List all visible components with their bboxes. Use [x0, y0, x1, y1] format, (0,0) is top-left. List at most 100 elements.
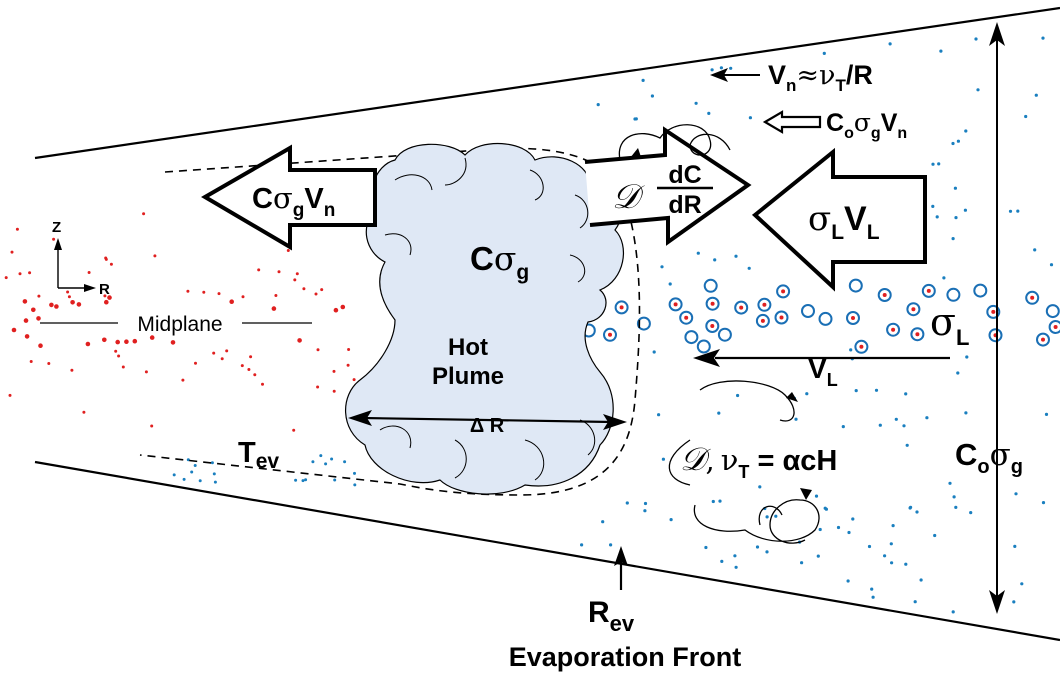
vapor-dot — [297, 338, 302, 343]
gas-dot — [319, 454, 323, 458]
eddy-arrowhead-3 — [800, 488, 812, 500]
gas-dot — [713, 258, 717, 262]
vapor-dot — [115, 339, 120, 345]
gas-dot — [905, 443, 909, 447]
height-arrow-bottom — [989, 590, 1005, 614]
height-label-C: C — [955, 437, 977, 472]
gas-dot — [969, 510, 973, 515]
gas-dot — [933, 533, 937, 538]
gas-dot — [951, 237, 955, 241]
vapor-dot — [54, 304, 59, 309]
solid-particle — [848, 278, 863, 293]
gas-dot — [822, 51, 826, 56]
solid-particle — [668, 297, 683, 312]
vapor-dot — [144, 370, 148, 374]
svg-text:𝒟,νT = αcH: 𝒟,νT = αcH — [680, 440, 837, 482]
vapor-dot — [320, 288, 324, 292]
vapor-dot — [220, 357, 224, 361]
gas-dot — [836, 525, 841, 530]
gas-dot — [909, 505, 913, 509]
gas-dot — [650, 94, 655, 98]
solid-particle — [603, 327, 617, 342]
delta-r-arrow-right — [603, 414, 627, 430]
solid-particle — [705, 319, 720, 333]
gas-dot — [816, 554, 820, 558]
gas-dot — [878, 423, 882, 427]
gas-dot — [717, 411, 721, 415]
delta-r-label: Δ R — [470, 415, 505, 437]
evaporation-front-caption: Evaporation Front — [509, 642, 742, 672]
gas-dot — [1020, 582, 1024, 586]
gas-dot — [734, 254, 738, 258]
vapor-dot — [212, 351, 216, 355]
gas-dot — [800, 561, 804, 565]
solid-particle — [921, 283, 936, 298]
svg-text:σLVL: σLVL — [808, 199, 880, 244]
hot-plume-line1: Hot — [448, 334, 488, 361]
solid-particle — [1036, 332, 1050, 347]
vapor-dot — [87, 271, 91, 274]
solid-particle — [734, 300, 749, 315]
gas-dot — [847, 530, 851, 535]
gas-dot — [849, 348, 853, 352]
vapor-dot — [121, 365, 125, 369]
vapor-dot — [292, 428, 296, 432]
vapor-dot — [352, 378, 356, 382]
vapor-dot — [114, 349, 118, 353]
height-label-sigma: σ — [990, 437, 1011, 473]
gas-dot — [1013, 544, 1017, 549]
gas-dot — [1044, 412, 1049, 416]
gas-dot — [904, 392, 908, 396]
gas-dot — [931, 204, 935, 208]
evaporation-boundary-dashed — [139, 147, 641, 496]
vapor-dot — [28, 271, 32, 275]
outflow-label-sigma: σ — [273, 181, 293, 215]
vapor-dot — [229, 299, 234, 305]
gas-dot — [758, 485, 762, 489]
vapor-dot — [104, 299, 109, 305]
vapor-dot — [117, 354, 121, 358]
hot-plume-cloud — [345, 143, 624, 495]
vapor-dot — [85, 341, 91, 347]
vapor-dot — [153, 254, 157, 258]
vapor-dot — [82, 410, 86, 414]
gas-dot — [333, 478, 337, 482]
vapor-dot — [271, 306, 277, 311]
disk-upper-surface — [34, 6, 1060, 160]
gas-dot — [733, 554, 737, 558]
vapor-dot — [316, 348, 320, 352]
diffusion-arrow — [584, 126, 752, 246]
vapor-dot — [49, 302, 54, 308]
svg-text:CoσgVn: CoσgVn — [826, 108, 907, 142]
axis-z-label: Z — [52, 219, 61, 236]
gas-dot — [904, 562, 908, 566]
gas-dot — [694, 101, 698, 105]
solid-label-sub-L2: L — [867, 221, 880, 244]
sigma-l-label-sub: L — [956, 325, 969, 350]
gas-dot — [311, 460, 315, 464]
gas-dot — [1014, 492, 1018, 496]
vapor-dot — [70, 300, 75, 305]
gas-dot — [953, 186, 958, 190]
gas-dot — [707, 111, 711, 115]
gas-dot — [889, 542, 893, 546]
vapor-dot — [332, 389, 336, 393]
gas-dot — [824, 507, 829, 511]
sigma-l-label-sigma: σ — [930, 300, 956, 344]
disk-lower-surface — [34, 460, 1060, 642]
gas-dot — [704, 545, 708, 550]
turb-sub-T: T — [738, 462, 749, 482]
vapor-dot — [36, 316, 41, 321]
vapor-dot — [249, 355, 253, 359]
solid-particle — [755, 313, 770, 328]
gas-dot — [965, 355, 969, 359]
gas-dot — [720, 559, 724, 564]
gas-dot — [951, 141, 955, 146]
gas-dot — [939, 49, 943, 53]
inflow-label-sub-n: n — [897, 125, 907, 142]
gas-dot — [1008, 209, 1013, 213]
vapor-dot — [18, 272, 22, 276]
gas-dot — [867, 544, 872, 549]
height-arrow-top — [989, 22, 1005, 46]
gas-dot — [942, 276, 946, 280]
